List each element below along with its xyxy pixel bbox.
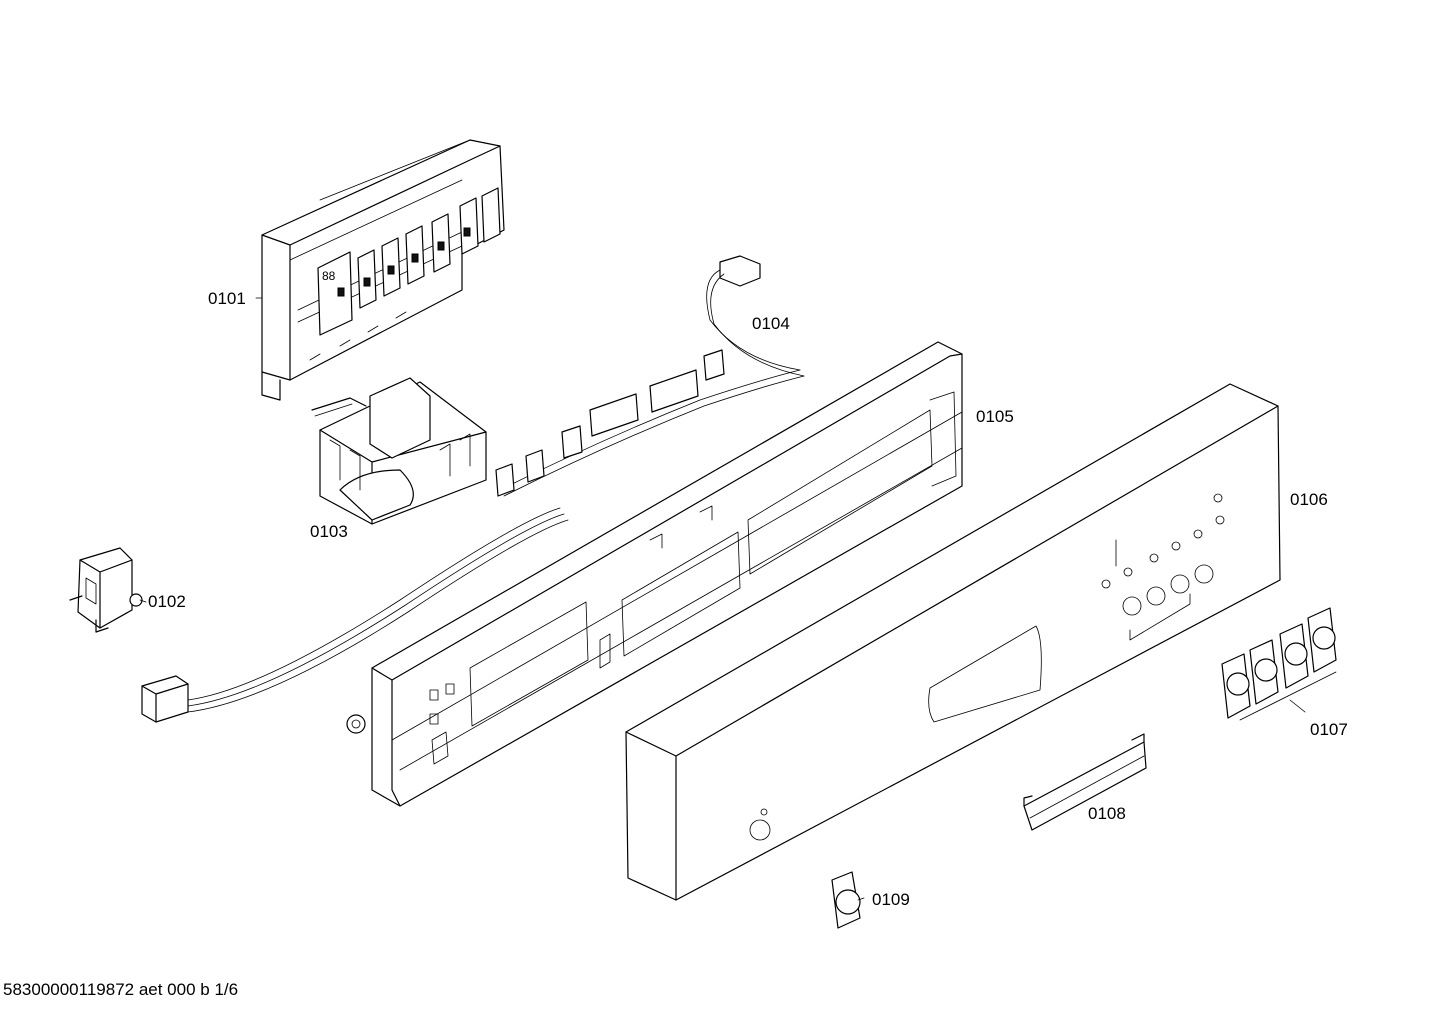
label-0102: 0102 bbox=[148, 592, 186, 611]
label-0108: 0108 bbox=[1088, 804, 1126, 823]
label-0109: 0109 bbox=[872, 890, 910, 909]
label-0103: 0103 bbox=[310, 522, 348, 541]
part-0109-push-button bbox=[831, 871, 861, 929]
leader-lines bbox=[139, 297, 1306, 901]
label-0104: 0104 bbox=[752, 314, 790, 333]
drawing-reference: 58300000119872 aet 000 b 1/6 bbox=[3, 980, 239, 999]
label-0101: 0101 bbox=[208, 289, 246, 308]
svg-text:88: 88 bbox=[322, 269, 336, 283]
label-0105: 0105 bbox=[976, 407, 1014, 426]
part-0107-button-set bbox=[1221, 607, 1337, 721]
label-0106: 0106 bbox=[1290, 490, 1328, 509]
part-0103-door-switch-assembly bbox=[311, 377, 487, 525]
part-0106-front-panel bbox=[625, 383, 1281, 901]
part-0101-control-module: 88 bbox=[261, 139, 505, 401]
part-0108-display-strip bbox=[1023, 733, 1147, 831]
part-0104-wiring-harness bbox=[141, 255, 805, 723]
part-0105-control-panel-frame bbox=[346, 341, 963, 807]
part-0102-switch bbox=[69, 547, 143, 633]
label-0107: 0107 bbox=[1310, 720, 1348, 739]
